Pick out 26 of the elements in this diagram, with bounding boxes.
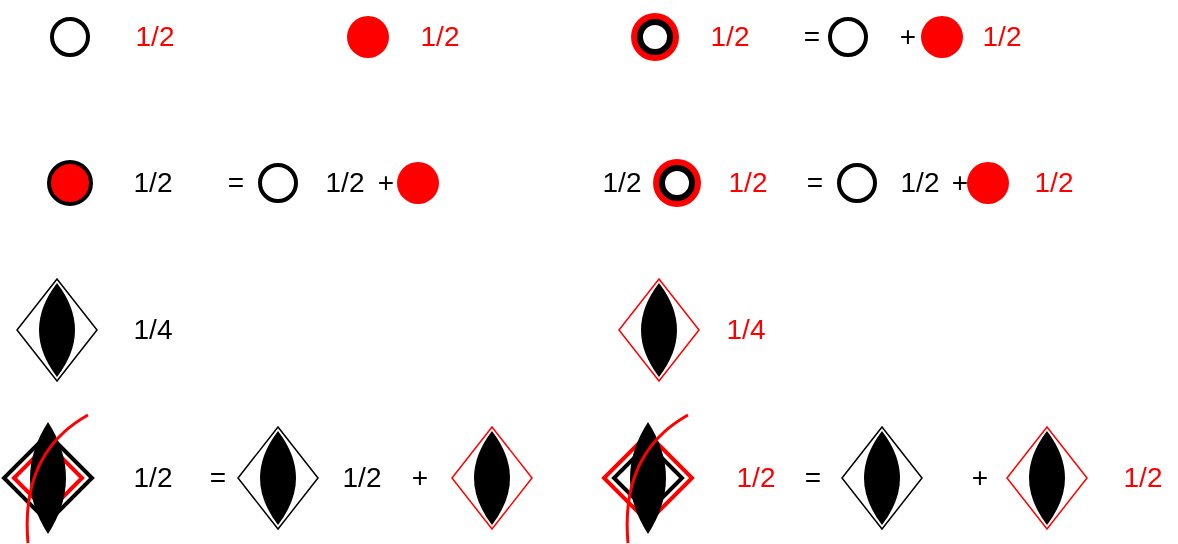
plus-sign: + <box>899 23 917 51</box>
equals-sign: = <box>804 464 822 492</box>
fraction-label: 1/2 <box>1034 169 1074 197</box>
equals-sign: = <box>209 464 227 492</box>
plus-sign: + <box>971 464 989 492</box>
fraction-label: 1/2 <box>133 464 173 492</box>
fraction-label: 1/4 <box>133 316 173 344</box>
fraction-label: 1/2 <box>710 23 750 51</box>
equals-sign: = <box>227 169 245 197</box>
fraction-label: 1/2 <box>133 169 173 197</box>
fraction-label: 1/2 <box>325 169 365 197</box>
fraction-label: 1/2 <box>135 23 175 51</box>
equals-sign: = <box>803 23 821 51</box>
fraction-label: 1/2 <box>602 169 642 197</box>
fraction-label: 1/2 <box>982 23 1022 51</box>
plus-sign: + <box>377 169 395 197</box>
fraction-label: 1/2 <box>1123 464 1163 492</box>
equals-sign: = <box>806 169 824 197</box>
fraction-label: 1/2 <box>900 169 940 197</box>
fraction-label: 1/2 <box>420 23 460 51</box>
plus-sign: + <box>411 464 429 492</box>
plus-sign: + <box>951 169 969 197</box>
fraction-label: 1/2 <box>736 464 776 492</box>
fraction-label: 1/4 <box>726 316 766 344</box>
fraction-label: 1/2 <box>342 464 382 492</box>
fraction-label: 1/2 <box>728 169 768 197</box>
